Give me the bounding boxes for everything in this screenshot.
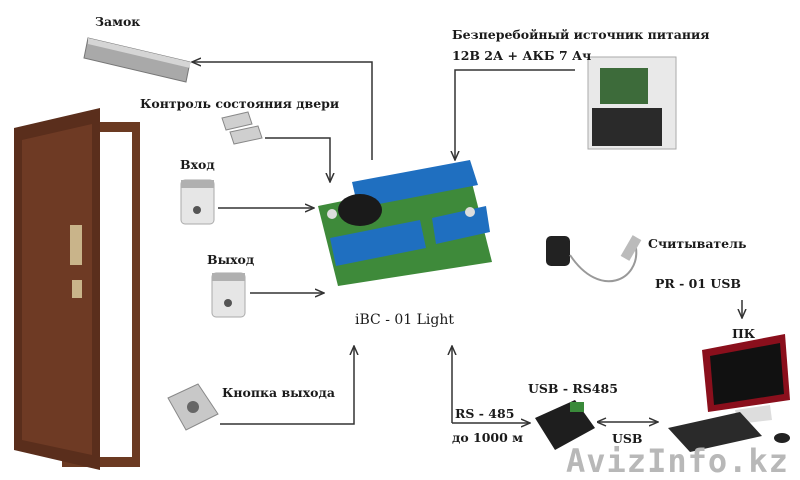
magnetic-lock-image [83,37,191,83]
exit-label: Выход [207,252,255,267]
exit-button-label: Кнопка выхода [222,385,335,400]
connection-arrows [192,62,742,424]
arrow-from-door-sensor [265,137,330,182]
arrow-to-lock [192,62,373,160]
rs485-label: RS - 485 [455,406,515,421]
door-sensor-label: Контроль состояния двери [140,96,340,111]
usb-reader-image [546,235,642,283]
door-sensor-image [221,111,263,145]
pc-image [668,334,790,452]
distance-label: до 1000 м [452,430,524,445]
entry-reader-image [180,179,215,225]
lock-label: Замок [95,14,141,29]
exit-reader-image [211,272,246,318]
psu-label-line2: 12В 2А + АКБ 7 Ач [452,48,592,63]
controller-label: iBC - 01 Light [355,312,455,328]
reader-label: Считыватель [648,236,747,251]
exit-button-image [167,383,219,431]
psu-label-line1: Безперебойный источник питания [452,27,710,42]
arrow-from-exit-button [220,346,354,425]
arrow-from-psu [455,69,575,160]
entry-label: Вход [180,157,215,172]
door-image [14,108,140,470]
usb-label: USB [612,431,643,446]
controller-board-image [318,160,492,286]
watermark: AvizInfo.kz [566,442,789,480]
power-supply-image [587,56,677,150]
converter-label: USB - RS485 [528,381,618,396]
pc-label: ПК [732,326,756,341]
usb-rs485-converter-image [535,400,595,450]
reader-model-label: PR - 01 USB [655,276,741,291]
